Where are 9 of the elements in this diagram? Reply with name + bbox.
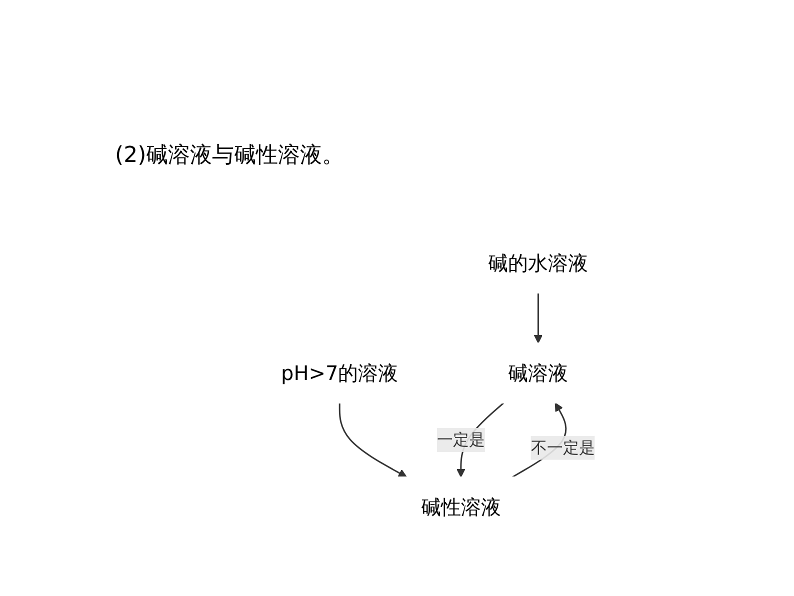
node-text: 碱的水溶液 — [488, 251, 589, 275]
edge-label: 一定是 — [437, 430, 486, 449]
node-text: 碱溶液 — [508, 361, 569, 385]
node-text: 碱性溶液 — [421, 495, 502, 519]
edge-label: 不一定是 — [531, 438, 596, 457]
node-text: pH>7的溶液 — [281, 361, 399, 385]
heading: (2)碱溶液与碱性溶液。 — [115, 142, 344, 170]
arrow — [339, 403, 408, 478]
arrow — [534, 293, 543, 344]
